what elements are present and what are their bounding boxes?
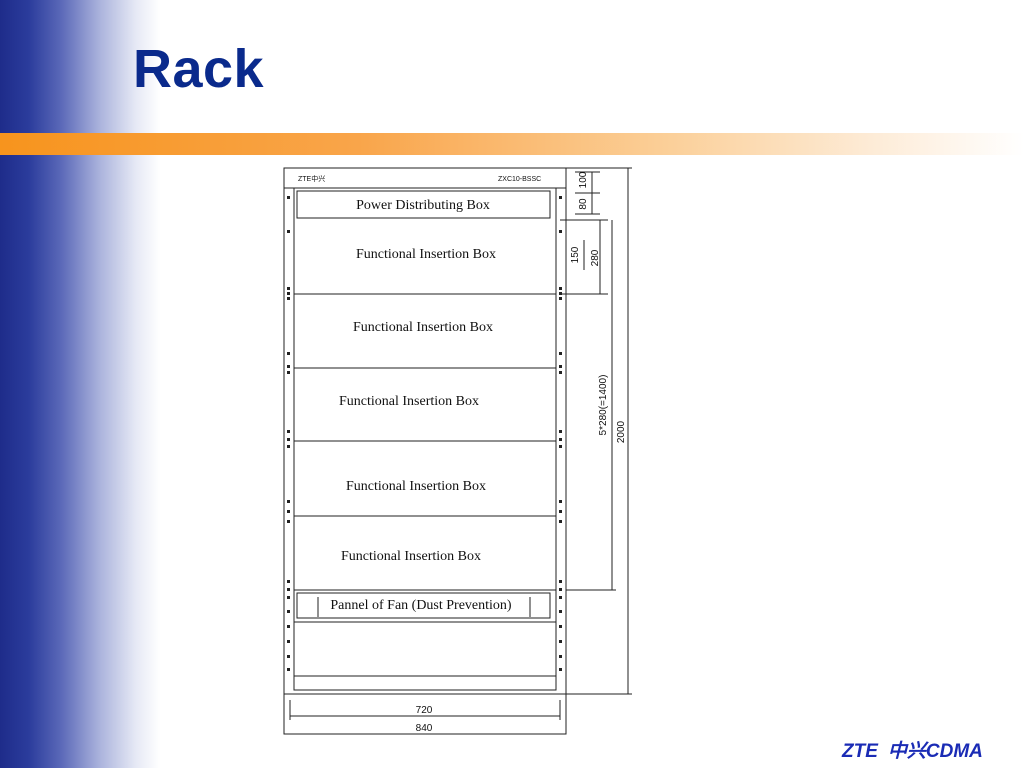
- functional-box-label-1: Functional Insertion Box: [356, 247, 496, 262]
- slide-title: Rack: [133, 39, 265, 99]
- dim-label-150: 150: [570, 246, 581, 263]
- dim-label-80: 80: [578, 198, 589, 210]
- footer-product: 中兴CDMA: [887, 741, 983, 762]
- rail-holes: [287, 196, 562, 671]
- dim-label-stack: 5*280(=1400): [598, 375, 609, 436]
- power-box-label: Power Distributing Box: [356, 198, 490, 213]
- footer-logo: ZTE 中兴CDMA: [842, 736, 983, 763]
- dim-label-840: 840: [416, 723, 433, 734]
- left-gradient-band: [0, 0, 160, 768]
- functional-box-label-3: Functional Insertion Box: [339, 394, 479, 409]
- functional-box-label-5: Functional Insertion Box: [341, 549, 481, 564]
- dim-label-720: 720: [416, 705, 433, 716]
- power-box-frame: [296, 190, 551, 219]
- rack-header-left: ZTE中兴: [298, 174, 325, 183]
- functional-box-label-4: Functional Insertion Box: [346, 479, 486, 494]
- dim-label-2000: 2000: [616, 420, 627, 443]
- dim-label-280: 280: [590, 249, 601, 266]
- rack-base: [293, 675, 557, 691]
- rack-header-right: ZXC10-BSSC: [498, 176, 541, 183]
- fan-panel-label: Pannel of Fan (Dust Prevention): [330, 598, 512, 613]
- dim-label-100: 100: [578, 171, 589, 188]
- orange-divider-bar: [0, 133, 1024, 155]
- footer-brand: ZTE: [842, 741, 878, 762]
- fan-panel-frame: [296, 592, 551, 619]
- functional-box-label-2: Functional Insertion Box: [353, 320, 493, 335]
